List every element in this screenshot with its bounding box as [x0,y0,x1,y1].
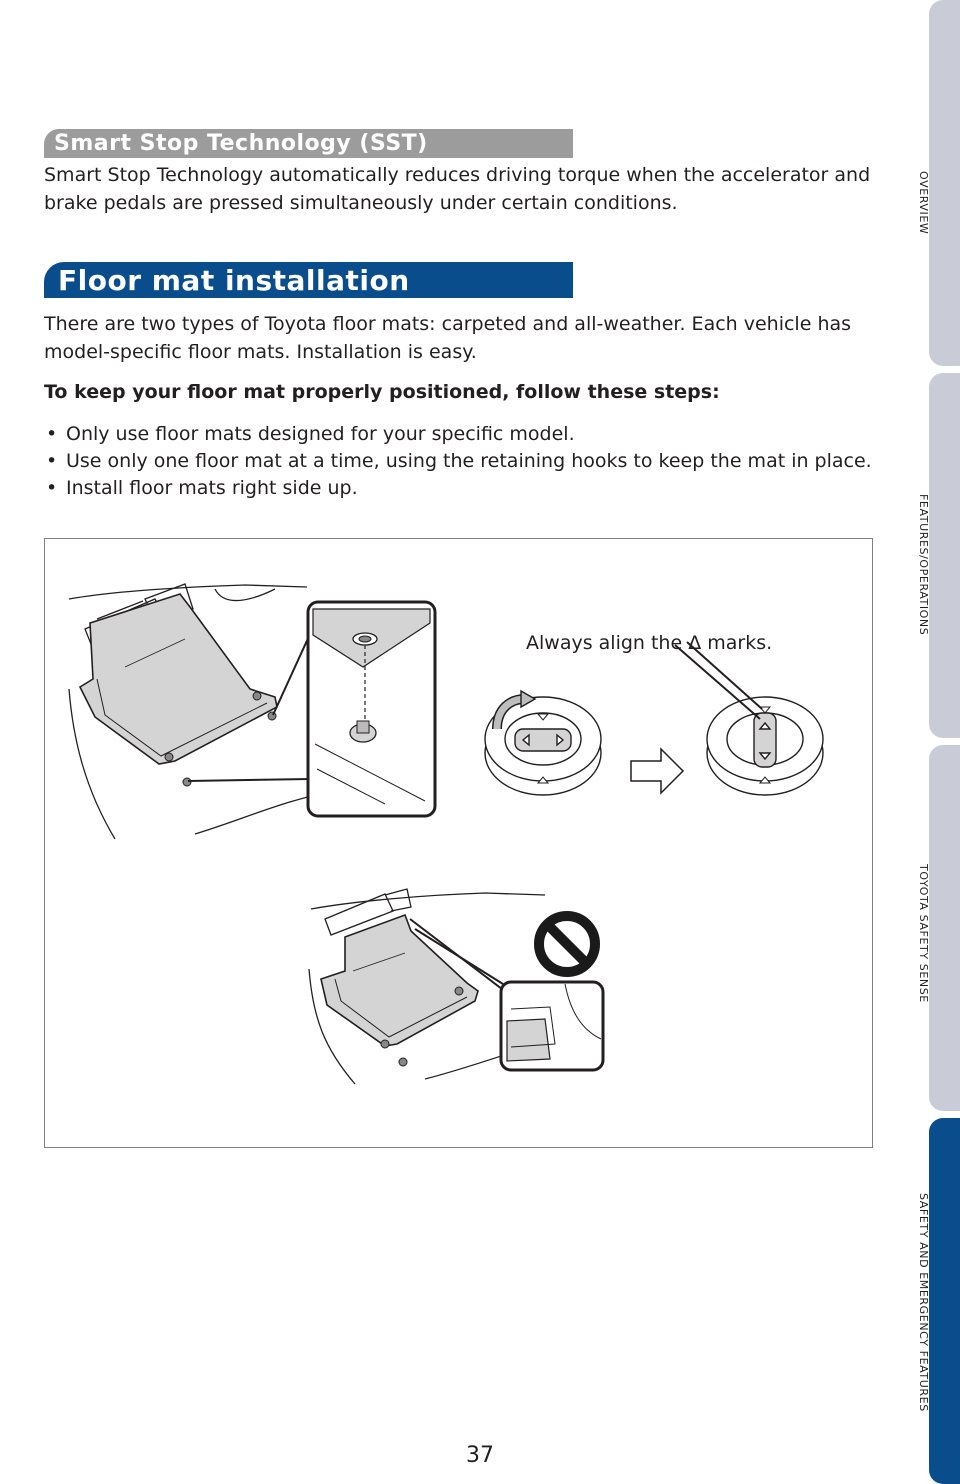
prohibited-icon [534,911,600,977]
incorrect-mat-drawing [308,888,556,1085]
list-item: Use only one floor mat at a time, using … [44,448,874,475]
tab-toyota-safety-sense[interactable] [929,745,960,1111]
hook-locked-diagram [706,696,824,796]
hook-unlocked-diagram [484,689,602,796]
overlapping-mat-callout [499,980,605,1072]
sst-description: Smart Stop Technology automatically redu… [44,164,871,214]
floor-mat-illustration: Always align the Δ marks. [44,538,873,1148]
page-number: 37 [466,1443,494,1468]
tab-safety-emergency-features[interactable] [929,1118,960,1484]
retaining-hook [398,1057,408,1067]
sst-section-title: Smart Stop Technology (SST) [54,131,428,156]
floor-mat-shape [320,913,479,1047]
list-item: Install floor mats right side up. [44,475,874,502]
retaining-hook [454,986,464,996]
list-item: Only use floor mats designed for your sp… [44,421,874,448]
tab-features-operations[interactable] [929,373,960,738]
retaining-hook [380,1039,390,1049]
floor-mat-shape [78,593,278,765]
floor-mat-intro: There are two types of Toyota floor mats… [44,313,852,363]
tab-toyota-safety-sense-label: TOYOTA SAFETY SENSE [917,863,930,1003]
hook-detail-callout [306,600,437,818]
floor-mat-steps-list: Only use floor mats designed for your sp… [44,421,874,502]
tab-overview[interactable] [929,0,960,366]
floor-mat-section-title: Floor mat installation [58,264,410,297]
floor-mat-diagram [68,583,824,1085]
tab-safety-emergency-features-label: SAFETY AND EMERGENCY FEATURES [917,1193,930,1412]
floor-mat-steps-heading: To keep your floor mat properly position… [44,381,720,403]
align-marks-label: Always align the Δ marks. [526,632,773,654]
retaining-hook [182,777,192,787]
arrow-right-icon [630,747,685,795]
retaining-hook [252,691,262,701]
retaining-hook [164,752,174,762]
tab-overview-label: OVERVIEW [917,171,930,235]
sst-section-header: Smart Stop Technology (SST) [44,129,573,158]
floor-mat-section-header: Floor mat installation [44,262,573,298]
tab-features-operations-label: FEATURES/OPERATIONS [917,494,930,636]
